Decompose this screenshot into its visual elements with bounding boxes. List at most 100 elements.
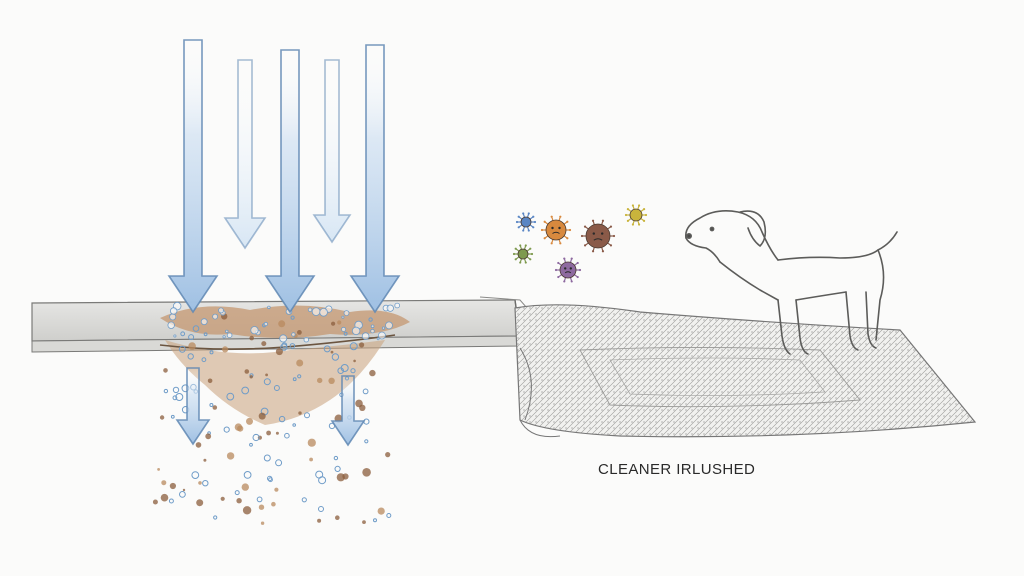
water-droplet xyxy=(334,465,341,472)
water-droplet xyxy=(303,337,309,343)
water-droplet xyxy=(301,497,307,503)
water-droplet xyxy=(350,368,356,374)
water-droplet xyxy=(202,480,209,487)
water-droplet xyxy=(252,433,260,442)
dog-icon xyxy=(684,210,898,355)
water-droplet xyxy=(386,513,392,518)
germ-icon xyxy=(512,244,534,264)
dirt-particle xyxy=(362,520,366,524)
water-droplet xyxy=(187,353,194,360)
water-droplet xyxy=(250,326,259,335)
downward-arrow-icon xyxy=(349,44,401,314)
dirt-particle xyxy=(296,359,304,367)
dirt-particle xyxy=(353,359,356,363)
water-droplet xyxy=(376,337,380,341)
water-droplet xyxy=(225,329,229,334)
water-droplet xyxy=(341,326,347,332)
water-droplet xyxy=(304,412,310,419)
water-droplet xyxy=(377,331,386,340)
water-droplet xyxy=(263,454,271,462)
water-droplet xyxy=(341,315,345,319)
water-droplet xyxy=(243,471,252,479)
water-droplet xyxy=(175,393,184,401)
water-droplet xyxy=(340,364,349,372)
germ-icon xyxy=(515,212,537,232)
water-droplet xyxy=(169,307,178,315)
dirt-particle xyxy=(278,320,286,328)
water-droplet xyxy=(234,490,240,496)
dirt-particle xyxy=(297,330,302,335)
arrow-group xyxy=(167,39,401,447)
water-droplet xyxy=(292,377,297,382)
water-droplet xyxy=(280,343,288,351)
water-droplet xyxy=(209,350,214,355)
water-droplet xyxy=(172,395,178,401)
dirt-particle xyxy=(241,483,249,491)
water-droplet xyxy=(201,357,207,363)
water-droplet xyxy=(170,414,175,419)
water-droplet xyxy=(362,388,369,395)
dirt-particle xyxy=(335,515,340,520)
dirt-particle xyxy=(337,320,342,325)
dirt-particle xyxy=(196,499,204,507)
dirt-particle xyxy=(328,377,335,384)
water-droplet xyxy=(180,331,186,337)
dirt-particle xyxy=(317,377,323,384)
dirt-particle xyxy=(188,342,196,350)
dirt-particle xyxy=(274,487,279,492)
water-droplet xyxy=(209,403,214,407)
water-droplet xyxy=(318,476,327,485)
water-droplet xyxy=(169,313,177,321)
water-droplet xyxy=(256,496,263,503)
diagram-caption: CLEANER IRLUSHED xyxy=(598,461,756,478)
water-droplet xyxy=(311,307,321,316)
water-droplet xyxy=(343,310,350,317)
dirt-particle xyxy=(195,442,202,448)
water-droplet xyxy=(291,332,296,337)
dirt-particle xyxy=(169,482,176,490)
dirt-particle xyxy=(182,488,186,492)
water-droplet xyxy=(241,386,250,395)
water-droplet xyxy=(203,332,208,337)
dirt-particle xyxy=(275,431,279,435)
dirt-particle xyxy=(160,493,169,502)
water-droplet xyxy=(222,335,226,339)
dirt-particle xyxy=(222,346,229,353)
dirt-particle xyxy=(330,350,334,354)
downward-arrow-icon xyxy=(264,49,316,314)
water-droplet xyxy=(290,315,295,320)
water-droplet xyxy=(381,326,386,330)
water-droplet xyxy=(370,328,375,334)
dirt-particle xyxy=(359,404,366,411)
water-droplet xyxy=(268,477,273,483)
dirt-particle xyxy=(385,452,391,458)
dirt-particle xyxy=(369,369,376,377)
water-droplet xyxy=(167,321,175,329)
dirt-particle xyxy=(205,433,212,440)
water-droplet xyxy=(278,415,286,423)
water-droplet xyxy=(178,345,186,353)
water-droplet xyxy=(273,385,280,391)
water-droplet xyxy=(226,392,235,401)
water-droplet xyxy=(343,331,348,336)
water-droplet xyxy=(364,439,369,444)
dirt-particle xyxy=(258,504,265,510)
dirt-particle xyxy=(298,411,302,415)
water-droplet xyxy=(226,332,233,339)
downward-arrow-icon xyxy=(312,59,352,244)
dirt-particle xyxy=(307,438,316,447)
dirt-particle xyxy=(212,405,218,410)
water-droplet xyxy=(191,471,200,480)
water-droplet xyxy=(386,304,394,312)
water-droplet xyxy=(284,432,290,439)
water-droplet xyxy=(363,418,370,425)
dirt-particle xyxy=(377,507,385,515)
dirt-particle xyxy=(271,501,276,507)
germ-cluster xyxy=(512,204,648,283)
water-droplet xyxy=(249,442,253,447)
water-droplet xyxy=(297,374,302,379)
water-droplet xyxy=(307,307,313,312)
germ-icon xyxy=(540,215,572,245)
germ-icon xyxy=(624,204,648,226)
water-droplet xyxy=(223,426,230,433)
